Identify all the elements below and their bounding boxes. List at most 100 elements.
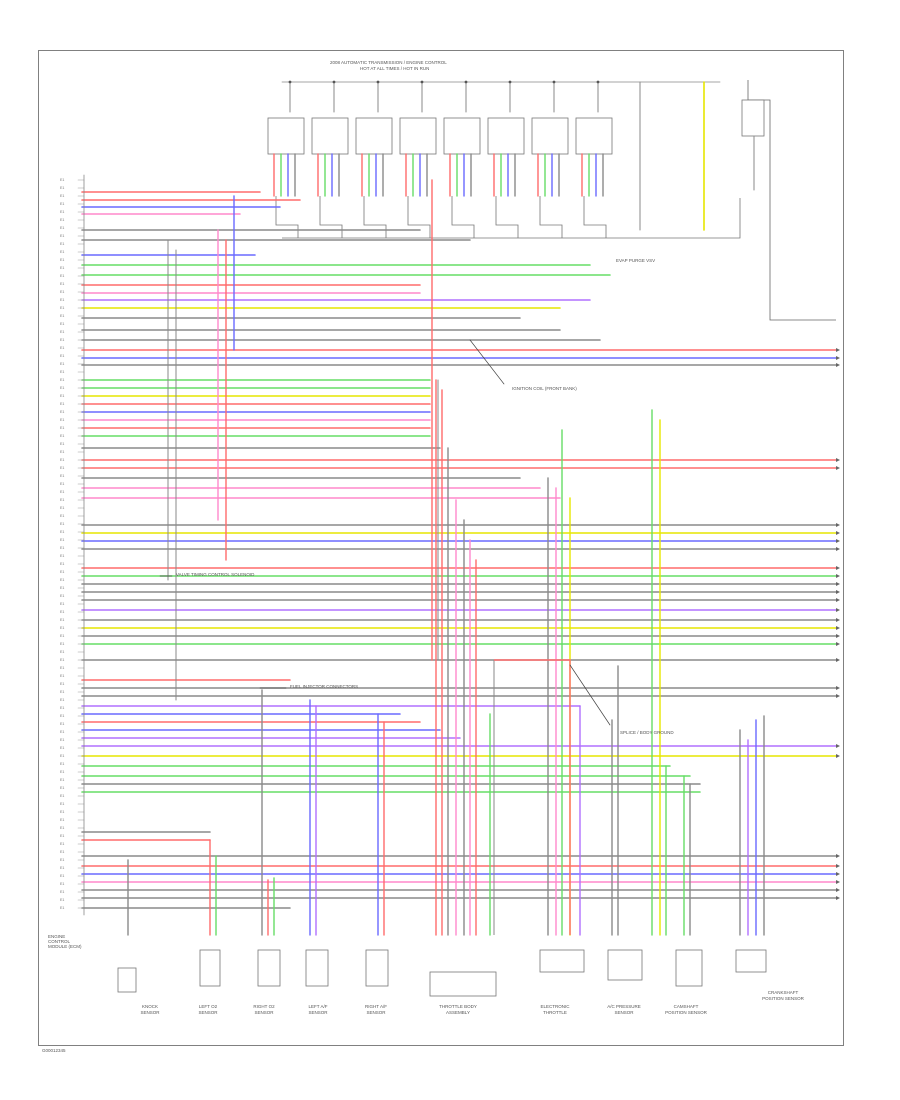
coil-ground <box>451 196 475 238</box>
callout-ignition-coil: IGNITION COIL (FRONT BANK) <box>512 386 577 391</box>
ecm-pin-label: E1 <box>60 762 64 766</box>
ecm-pin-label: E1 <box>60 250 64 254</box>
connector-arrow <box>836 642 840 646</box>
bus-junction <box>288 80 292 84</box>
connector-arrow <box>836 590 840 594</box>
bus-junction <box>552 80 556 84</box>
sensor-3 <box>257 949 281 987</box>
ecm-pin-label: E1 <box>60 650 64 654</box>
ecm-pin-label: E1 <box>60 538 64 542</box>
ecm-pin-label: E1 <box>60 474 64 478</box>
caption-cam-sensor: CAMSHAFT POSITION SENSOR <box>665 1004 707 1015</box>
ecm-pin-label: E1 <box>60 418 64 422</box>
ecm-pin-label: E1 <box>60 386 64 390</box>
ecm-pin-label: E1 <box>60 530 64 534</box>
ecm-pin-label: E1 <box>60 642 64 646</box>
ecm-pin-label: E1 <box>60 354 64 358</box>
ecm-pin-label: E1 <box>60 450 64 454</box>
ecm-pin-label: E1 <box>60 338 64 342</box>
sensor-2 <box>199 949 221 987</box>
ecm-pin-label: E1 <box>60 458 64 462</box>
ecm-pin-label: E1 <box>60 770 64 774</box>
ecm-pin-label: E1 <box>60 346 64 350</box>
ecm-pin-label: E1 <box>60 562 64 566</box>
ecm-pin-label: E1 <box>60 242 64 246</box>
connector-arrow <box>836 744 840 748</box>
coil-ground <box>583 196 607 238</box>
ecm-pin-label: E1 <box>60 882 64 886</box>
bus-junction <box>332 80 336 84</box>
sensor-4 <box>305 949 329 987</box>
ecm-pin-label: E1 <box>60 298 64 302</box>
caption-right-af: RIGHT A/F SENSOR <box>365 1004 387 1015</box>
ecm-pin-label: E1 <box>60 906 64 910</box>
ecm-pin-label: E1 <box>60 618 64 622</box>
ecm-pin-label: E1 <box>60 226 64 230</box>
bus-junction <box>508 80 512 84</box>
ecm-pin-label: E1 <box>60 506 64 510</box>
ecm-pin-label: E1 <box>60 610 64 614</box>
main-relay <box>741 99 765 137</box>
ecm-pin-label: E1 <box>60 202 64 206</box>
connector-arrow <box>836 356 840 360</box>
trunk-wire <box>494 659 571 935</box>
caption-knock-sensor: KNOCK SENSOR <box>140 1004 160 1015</box>
callout-injectors: FUEL INJECTOR CONNECTORS <box>290 684 359 689</box>
ecm-pin-label: E1 <box>60 698 64 702</box>
ecm-pin-label: E1 <box>60 522 64 526</box>
ecm-pin-label: E1 <box>60 362 64 366</box>
caption-right-o2: RIGHT O2 SENSOR <box>253 1004 275 1015</box>
ecm-pin-label: E1 <box>60 754 64 758</box>
ecm-pin-label: E1 <box>60 634 64 638</box>
bus-junction <box>464 80 468 84</box>
sensor-9 <box>675 949 703 987</box>
ignition-coil-6 <box>487 117 525 155</box>
ecm-pin-label: E1 <box>60 434 64 438</box>
header-title: 2008 AUTOMATIC TRANSMISSION / ENGINE CON… <box>330 60 447 65</box>
ecm-pin-label: E1 <box>60 706 64 710</box>
ecm-pin-label: E1 <box>60 682 64 686</box>
ecm-pin-label: E1 <box>60 570 64 574</box>
ecm-pin-label: E1 <box>60 290 64 294</box>
relay-feed <box>747 80 836 321</box>
connector-arrow <box>836 608 840 612</box>
ecm-pin-label: E1 <box>60 738 64 742</box>
ecm-pin-label: E1 <box>60 786 64 790</box>
ecm-pin-label: E1 <box>60 594 64 598</box>
caption-left-o2: LEFT O2 SENSOR <box>198 1004 218 1015</box>
ecm-pin-label: E1 <box>60 834 64 838</box>
ecm-pin-label: E1 <box>60 330 64 334</box>
callout-vvt: VALVE TIMING CONTROL SOLENOID <box>176 572 255 577</box>
ignition-coil-2 <box>311 117 349 155</box>
sensor-1 <box>117 967 137 993</box>
ecm-pin-label: E1 <box>60 578 64 582</box>
ecm-pin-label: E1 <box>60 866 64 870</box>
ignition-coil-3 <box>355 117 393 155</box>
ecm-pin-label: E1 <box>60 234 64 238</box>
connector-arrow <box>836 566 840 570</box>
ecm-pin-label: E1 <box>60 178 64 182</box>
connector-arrow <box>836 618 840 622</box>
ecm-pin-label: E1 <box>60 858 64 862</box>
ecm-pin-label: E1 <box>60 482 64 486</box>
ecm-pin-label: E1 <box>60 402 64 406</box>
bus-junction <box>376 80 380 84</box>
sensor-10 <box>735 949 767 973</box>
ecm-pin-label: E1 <box>60 218 64 222</box>
coil-ground <box>495 196 519 238</box>
ignition-coil-8 <box>575 117 613 155</box>
ignition-coil-1 <box>267 117 305 155</box>
ecm-pin-label: E1 <box>60 826 64 830</box>
ecm-pin-label: E1 <box>60 194 64 198</box>
ecm-pin-label: E1 <box>60 890 64 894</box>
connector-arrow <box>836 880 840 884</box>
connector-arrow <box>836 531 840 535</box>
ecm-pin-label: E1 <box>60 442 64 446</box>
ecm-pin-label: E1 <box>60 274 64 278</box>
connector-arrow <box>836 466 840 470</box>
connector-arrow <box>836 574 840 578</box>
sensor-7 <box>539 949 585 973</box>
ecm-pin-label: E1 <box>60 674 64 678</box>
